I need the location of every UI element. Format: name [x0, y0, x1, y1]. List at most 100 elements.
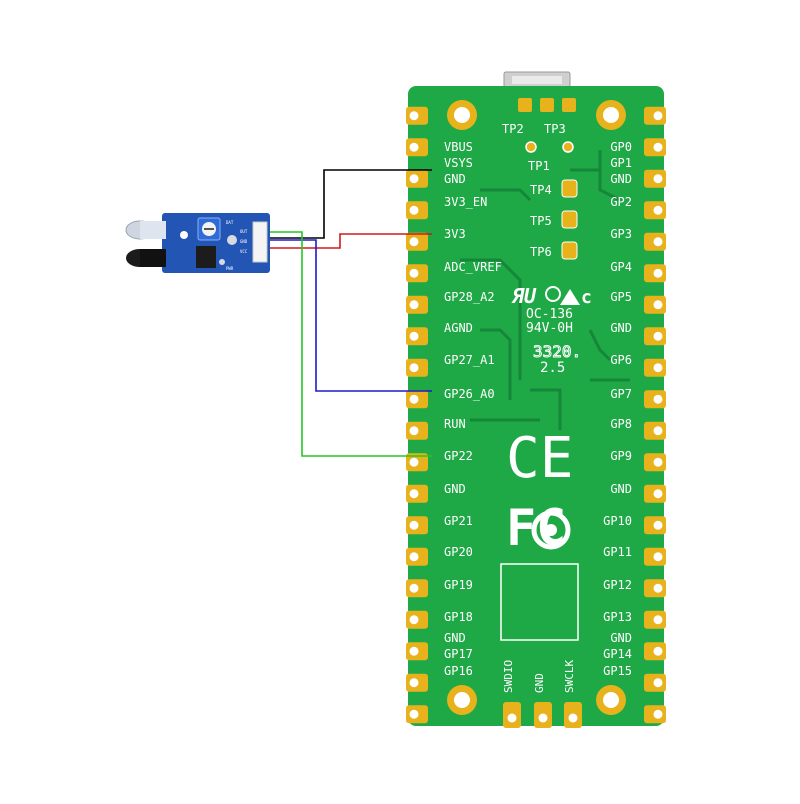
usb-connector-slot — [512, 76, 562, 84]
right-pin-label: GP11 — [603, 545, 632, 559]
left-pin-hole — [409, 142, 419, 152]
right-pin-hole — [653, 268, 663, 278]
left-pin-hole — [409, 520, 419, 530]
sensor-board — [162, 213, 270, 273]
left-pin-hole — [409, 583, 419, 593]
right-pin-label: GP8 — [610, 417, 632, 431]
sensor-mounting-hole — [180, 231, 188, 239]
board-code: OC-136 — [526, 307, 573, 322]
sensor-label: PWR — [226, 266, 234, 271]
left-pin-label: GP26_A0 — [444, 387, 495, 401]
tp-label: TP6 — [530, 245, 552, 259]
mounting-hole-center — [603, 107, 619, 123]
right-pin-hole — [653, 457, 663, 467]
left-pin-label: GP19 — [444, 578, 473, 592]
tp-label: TP5 — [530, 214, 552, 228]
pcb-trace — [480, 328, 512, 400]
left-pin-label: ADC_VREF — [444, 260, 502, 274]
left-pin-hole — [409, 111, 419, 121]
left-pin-label: RUN — [444, 417, 466, 431]
left-pin-hole — [409, 300, 419, 310]
debug-pin-hole — [507, 713, 517, 723]
left-pin-hole — [409, 552, 419, 562]
right-pin-hole — [653, 646, 663, 656]
ir-sensor-module: OUT GND VCC DAT PWR — [125, 213, 270, 273]
left-pin-label: GP18 — [444, 610, 473, 624]
right-pin-hole — [653, 615, 663, 625]
status-led-icon — [227, 235, 237, 245]
wire-gnd — [268, 169, 432, 239]
right-pin-label: GP5 — [610, 290, 632, 304]
right-pin-label: GP4 — [610, 260, 632, 274]
debug-labels: SWDIO GND SWCLK — [502, 660, 576, 693]
board-pins — [406, 106, 666, 728]
left-pin-hole — [409, 426, 419, 436]
pcb-trace — [530, 388, 562, 430]
right-pin-hole — [653, 111, 663, 121]
left-pin-hole — [409, 489, 419, 499]
left-pin-label: AGND — [444, 321, 473, 335]
left-pin-label: 3V3_EN — [444, 195, 487, 209]
sensor-label: VCC — [240, 249, 248, 254]
right-pin-label: GP2 — [610, 195, 632, 209]
right-pin-label: GP3 — [610, 227, 632, 241]
test-point-labels: TP2 TP3 TP1 TP4 TP5 TP6 — [502, 122, 566, 259]
left-pin-hole — [409, 363, 419, 373]
test-point-pads — [518, 98, 578, 260]
left-pin-label: VBUS — [444, 140, 473, 154]
tp-pad-tp3 — [562, 141, 574, 153]
right-pin-label: GP13 — [603, 610, 632, 624]
left-pin-label: GP17 — [444, 647, 473, 661]
right-pin-hole — [653, 174, 663, 184]
wire-ao — [268, 239, 432, 392]
left-pin-hole — [409, 174, 419, 184]
mounting-hole-center — [454, 692, 470, 708]
right-pin-hole — [653, 709, 663, 719]
left-pin-hole — [409, 268, 419, 278]
tp-label: TP3 — [544, 122, 566, 136]
debug-pin-hole — [538, 713, 548, 723]
ul-recognition-logo: ЯU c — [511, 284, 592, 308]
left-pin-hole — [409, 678, 419, 688]
left-pin-hole — [409, 394, 419, 404]
left-pin-label: 3V3 — [444, 227, 466, 241]
right-pin-label: GP1 — [610, 156, 632, 170]
wires — [268, 169, 432, 457]
tp-pad — [518, 98, 532, 112]
right-pin-hole — [653, 142, 663, 152]
board-code: 2.5 — [540, 360, 565, 376]
sensor-header — [252, 221, 268, 263]
right-pin-hole — [653, 678, 663, 688]
tp-pad — [540, 98, 554, 112]
ir-led-emitter-body — [140, 221, 166, 239]
mounting-holes — [447, 100, 626, 715]
pcb-trace — [460, 258, 522, 380]
right-pin-label: GP7 — [610, 387, 632, 401]
left-pin-hole — [409, 646, 419, 656]
tp-label: TP1 — [528, 159, 550, 173]
left-pin-label: GP20 — [444, 545, 473, 559]
right-pin-label: GP9 — [610, 449, 632, 463]
right-pin-hole — [653, 520, 663, 530]
sensor-label: GND — [240, 239, 248, 244]
tp-pad-tp4 — [561, 179, 578, 198]
right-pin-hole — [653, 331, 663, 341]
power-led-icon — [219, 259, 225, 265]
right-pin-label: GND — [610, 631, 632, 645]
sensor-label: OUT — [240, 229, 248, 234]
board-codes: OC-136 94V-0H — [526, 307, 573, 336]
board-code: 94V-0H — [526, 321, 573, 336]
left-pin-label: GP21 — [444, 514, 473, 528]
comparator-chip — [196, 246, 216, 268]
tp-label: TP2 — [502, 122, 524, 136]
right-pin-label: GND — [610, 172, 632, 186]
pcb-trace — [588, 329, 612, 362]
tp-pad-tp2 — [525, 141, 537, 153]
right-pin-label: GP6 — [610, 353, 632, 367]
left-pin-label: GND — [444, 631, 466, 645]
tp-pad-tp6 — [561, 241, 578, 260]
debug-pin-hole — [568, 713, 578, 723]
ir-led-receiver-body — [140, 249, 166, 267]
